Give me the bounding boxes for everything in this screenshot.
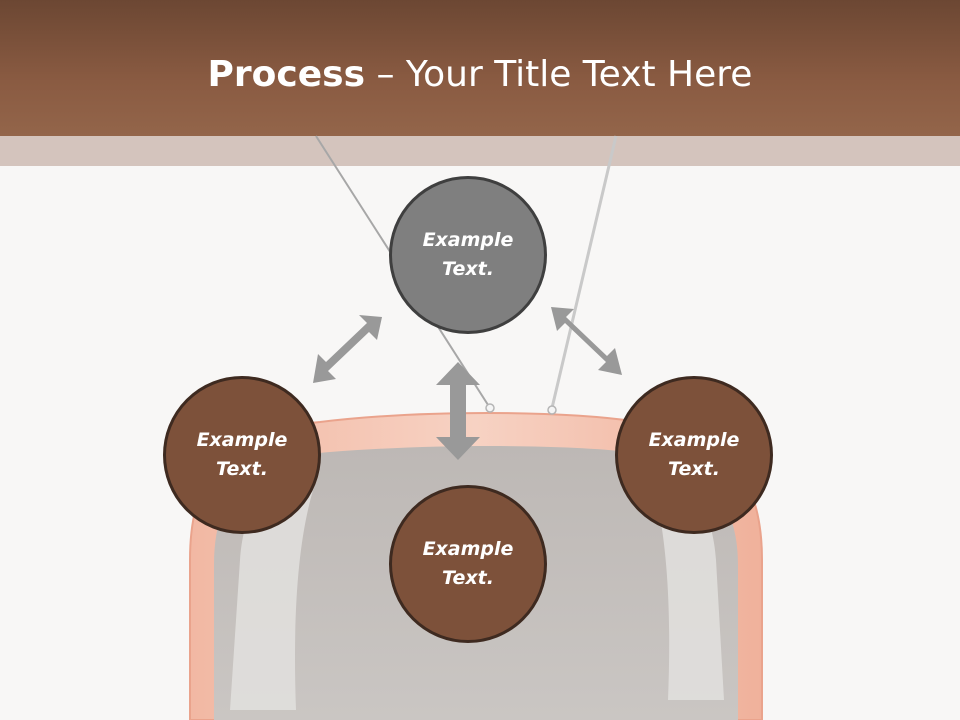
connector-arrows [313, 307, 622, 460]
arrow-vertical [436, 362, 480, 460]
node-left-label: Example Text. [196, 429, 288, 480]
node-bottom: Example Text. [389, 485, 547, 643]
node-right: Example Text. [615, 376, 773, 534]
header-bar: Process – Your Title Text Here [0, 0, 960, 136]
node-top: Example Text. [389, 176, 547, 334]
node-bottom-label: Example Text. [422, 538, 514, 589]
page-title: Process – Your Title Text Here [0, 52, 960, 98]
header-band [0, 136, 960, 166]
node-left: Example Text. [163, 376, 321, 534]
node-top-label: Example Text. [422, 229, 514, 280]
string-knot-right [547, 405, 557, 415]
title-bold: Process [207, 54, 366, 95]
title-rest: – Your Title Text Here [365, 54, 753, 95]
string-right [550, 135, 618, 409]
string-knot-left [485, 403, 495, 413]
node-right-label: Example Text. [648, 429, 740, 480]
arrow-top-right [551, 307, 622, 375]
arrow-top-left [313, 315, 382, 383]
